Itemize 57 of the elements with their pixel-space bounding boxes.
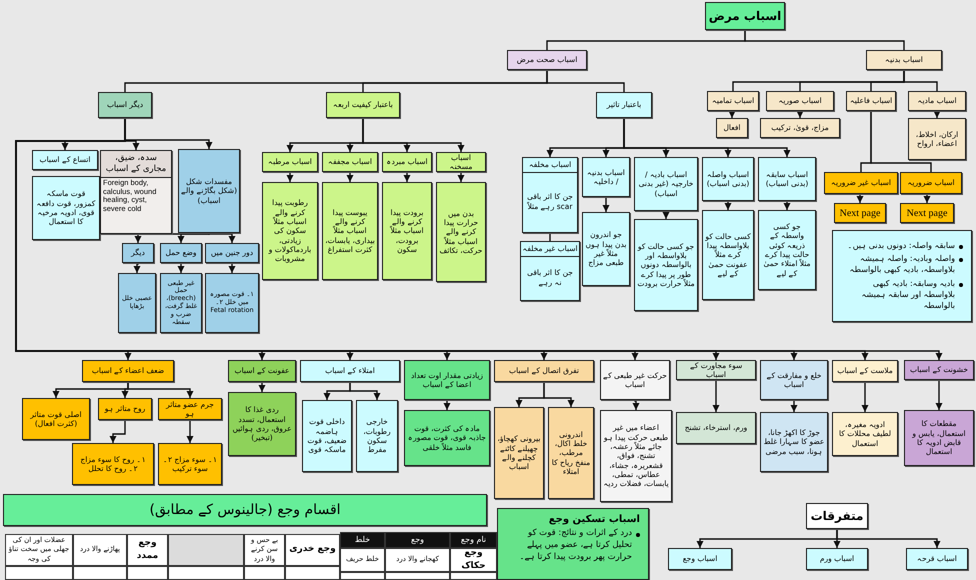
heading-band: اقسام وجع (جالینوس کے مطابق)	[3, 494, 487, 526]
table-cell: وجع	[385, 532, 450, 548]
connector-arrow	[796, 111, 804, 118]
next-page-box: Next page	[900, 203, 954, 223]
connector-arrow	[110, 420, 126, 443]
connector-line	[903, 70, 938, 91]
table-cell: خلط	[340, 532, 385, 548]
connector-arrow	[178, 263, 184, 273]
connector-arrow	[936, 380, 942, 410]
connector-line	[870, 111, 932, 172]
connector-arrow	[712, 380, 720, 412]
connector-arrow	[349, 382, 380, 400]
card-heading: سدہ، ضیق، مجاری کے اسباب	[101, 151, 171, 178]
note-card	[497, 508, 649, 580]
next-page-box: Next page	[834, 203, 886, 223]
card-body: درد کے اثرات و نتائج: قوت کو تحلیل کرتا ہے، عضو میں پہلے حرارت پھر برودت پیدا کرتا ہے۔	[518, 528, 632, 564]
connector-arrow	[784, 201, 790, 210]
connector-arrow	[632, 400, 640, 410]
connector-arrow	[790, 400, 798, 412]
title-box: متفرقات	[806, 503, 868, 529]
cause-card	[522, 157, 578, 233]
connector-arrow	[404, 172, 410, 182]
connector-arrow	[623, 118, 790, 157]
connector-line	[546, 30, 746, 50]
connector-arrow	[543, 382, 574, 407]
card-heading: اسباب تسکین وجع	[548, 513, 640, 526]
bullet-text: واصلہ وبادیہ: واصلہ ہمیشہ بلاواسطہ، بادیہ کبھی بالواسطہ	[848, 254, 955, 276]
connector-arrow	[186, 420, 194, 443]
connector-arrow	[346, 172, 354, 182]
connector-arrow	[286, 172, 294, 182]
connector-arrow	[208, 232, 236, 243]
connector-arrow	[134, 262, 140, 273]
table-cell: نام وجع	[450, 532, 497, 548]
connector-arrow	[362, 118, 464, 152]
title-box: اسباب مرض	[705, 2, 785, 30]
connector-arrow	[228, 263, 236, 273]
connector-arrow	[862, 382, 868, 412]
connector-arrow	[458, 172, 464, 182]
connector-arrow	[662, 211, 670, 219]
table-cell: وجع ممدد	[127, 534, 168, 566]
connector-line	[546, 70, 625, 92]
connector-arrow	[724, 201, 732, 210]
bullet-text: بادیہ وسابقہ: بادیہ کبھی بلاواسطہ اور سابقہ ہمیشہ بالواسطہ	[860, 279, 955, 312]
table-cell: وجع حکاک	[450, 548, 497, 572]
connector-arrow	[934, 111, 940, 118]
bullet-text: سابقہ واصلہ: دونوں بدنی ہیں۔	[848, 240, 955, 252]
connector-arrow	[258, 382, 266, 392]
cause-card	[100, 150, 172, 234]
connector-arrow	[836, 529, 940, 548]
table-cell: وجع خدری	[285, 534, 340, 566]
connector-arrow	[602, 197, 610, 212]
connector-arrow	[856, 193, 864, 203]
connector-arrow	[127, 382, 194, 398]
note-box	[832, 230, 972, 322]
connector-arrow	[444, 400, 450, 410]
connector-arrow	[178, 232, 210, 243]
cause-card	[520, 241, 580, 301]
